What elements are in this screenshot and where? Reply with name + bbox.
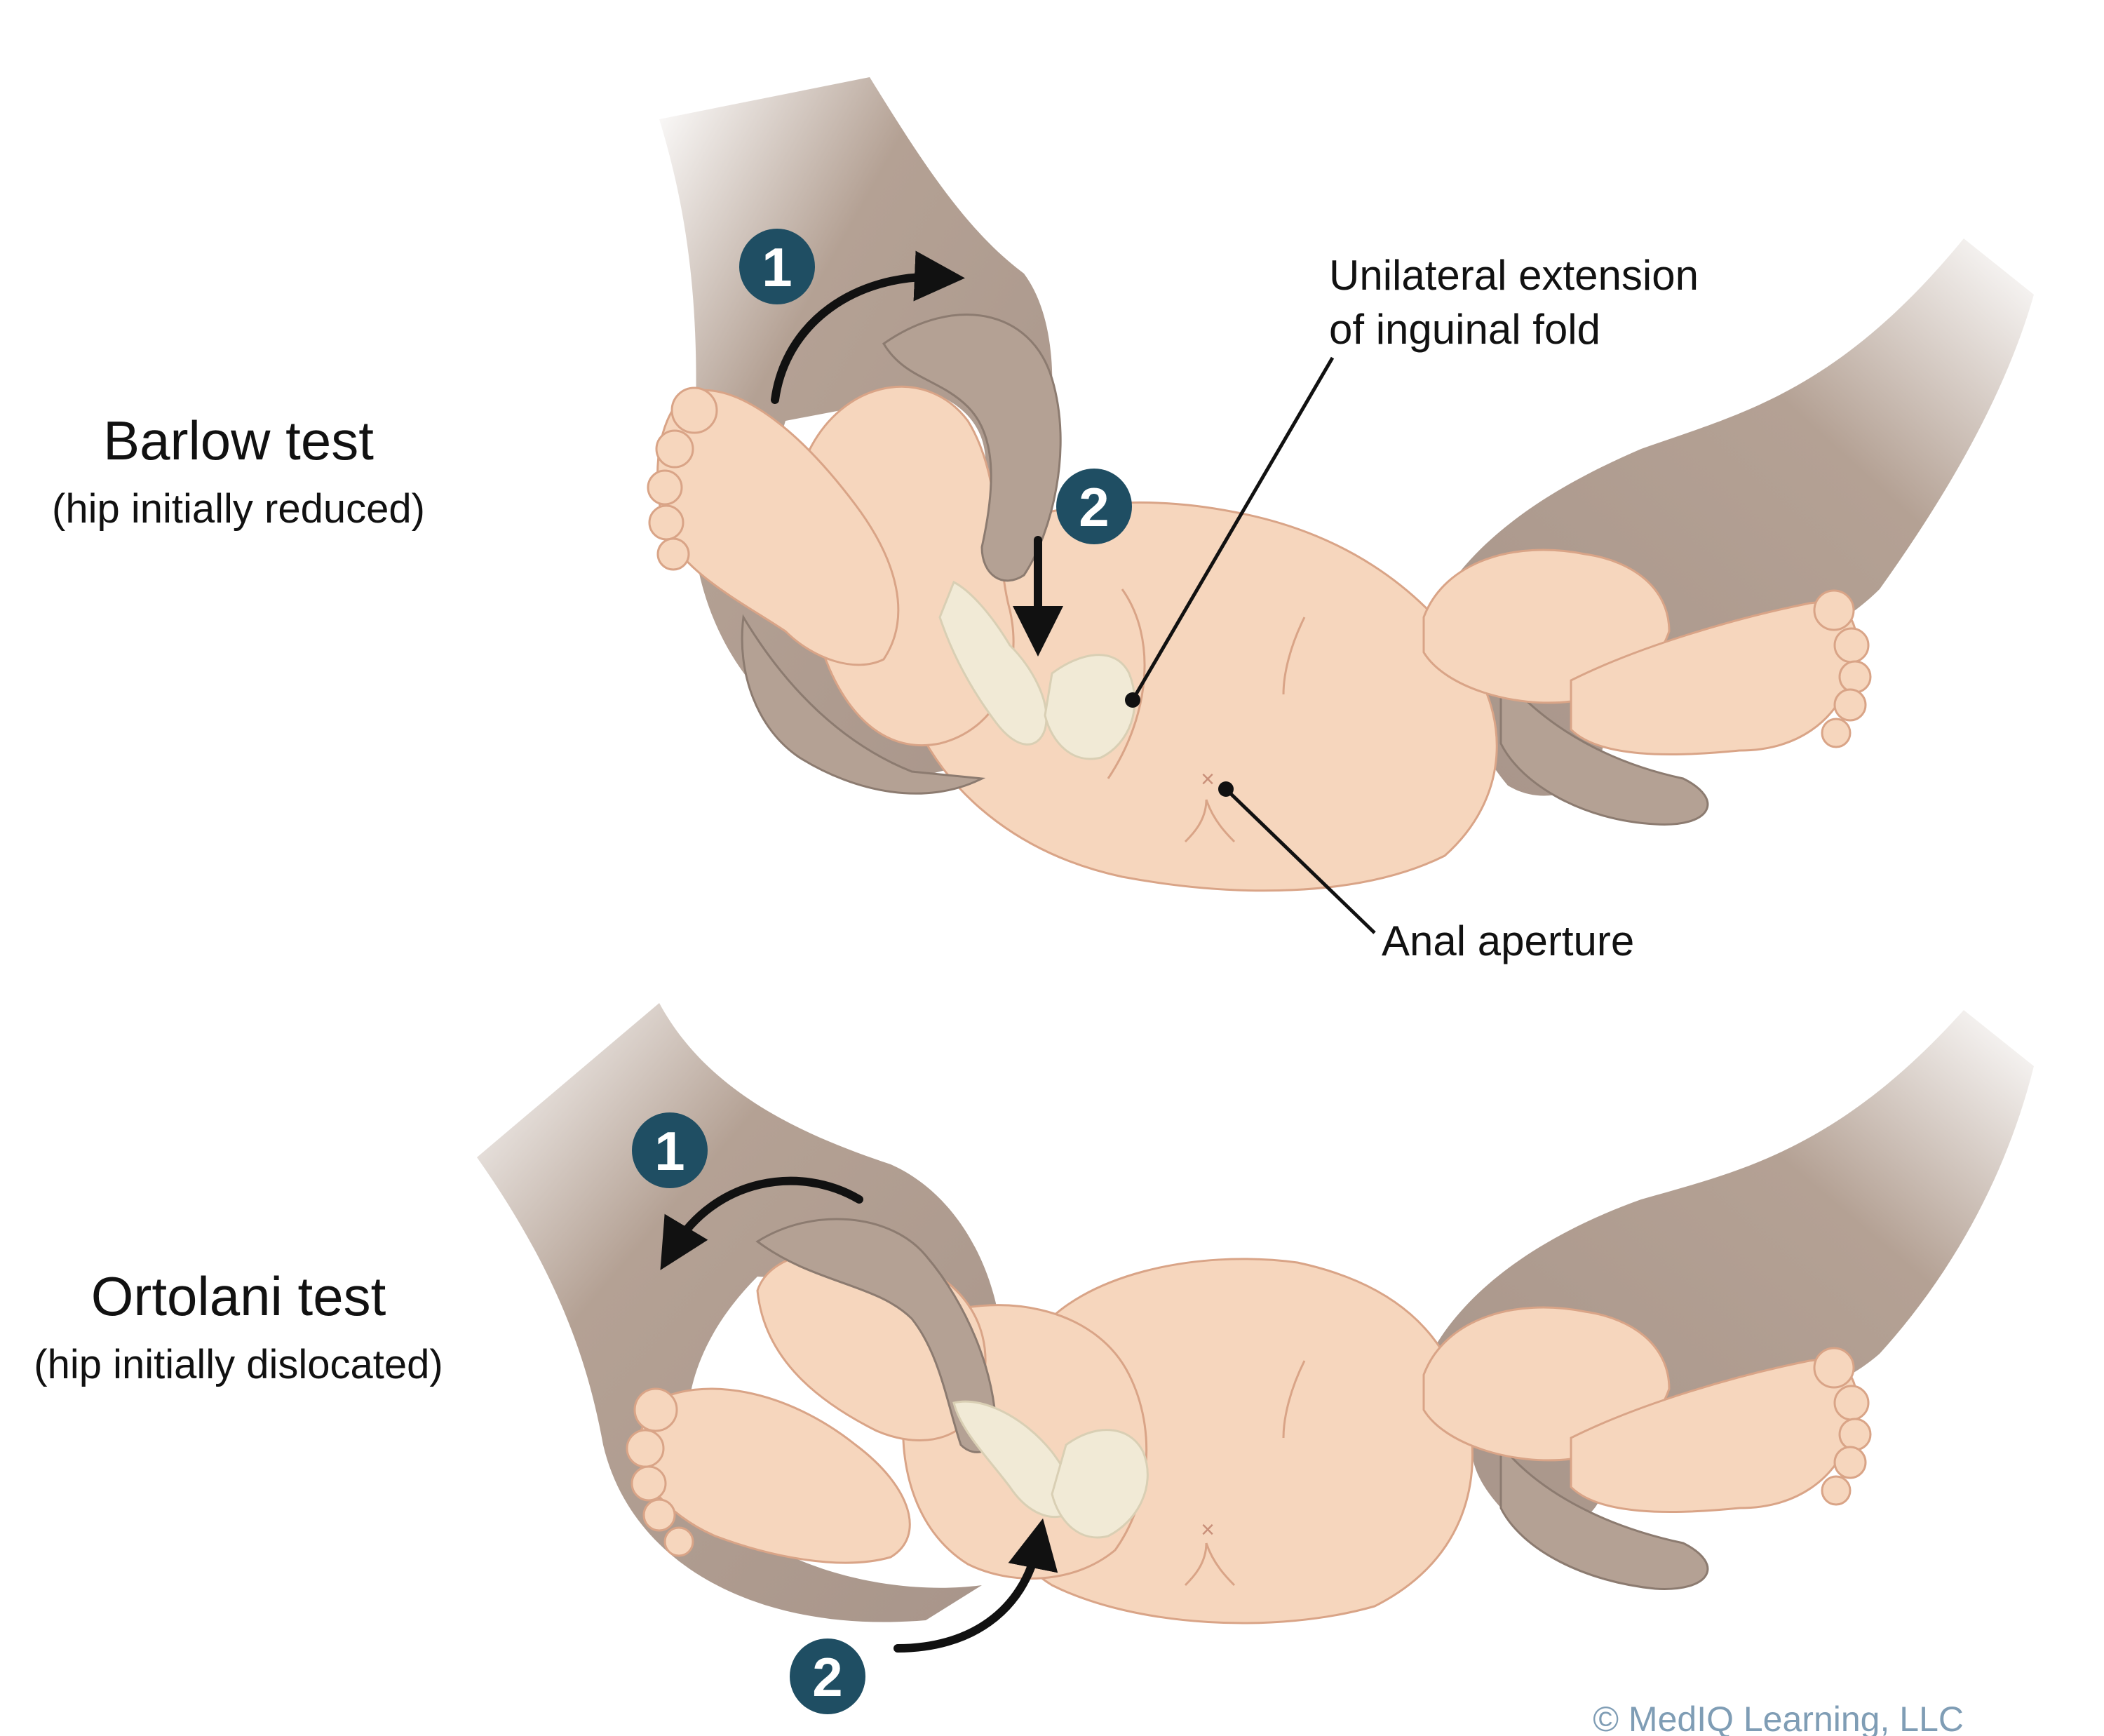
barlow-step1-badge: 1 (739, 229, 815, 304)
barlow-right-toes (1813, 589, 1872, 748)
ortolani-gluteal-crease (1184, 1542, 1236, 1587)
inguinal-fold-leader-line (1131, 356, 1335, 701)
svg-text:1: 1 (762, 236, 792, 298)
barlow-gluteal-crease (1184, 799, 1236, 843)
barlow-thigh-crease (1282, 617, 1306, 695)
ortolani-pelvis-bone (1051, 1429, 1149, 1539)
inguinal-fold-leader-dot (1125, 692, 1140, 708)
ortolani-examiner-left-arm (477, 1003, 1006, 1622)
ortolani-right-toes (1813, 1347, 1872, 1506)
inguinal-fold-callout-line2: of inguinal fold (1329, 306, 1600, 353)
ortolani-examiner-right-lower-hand (1499, 1441, 1709, 1590)
barlow-subtitle: (hip initially reduced) (52, 486, 425, 532)
barlow-step2-badge: 2 (1056, 469, 1132, 544)
svg-text:2: 2 (1079, 476, 1109, 538)
barlow-title: Barlow test (103, 410, 374, 471)
barlow-examiner-lower-fingers (741, 614, 986, 795)
inguinal-fold-callout-line1: Unilateral extension (1329, 252, 1699, 299)
barlow-pelvis-bone (1044, 654, 1136, 760)
barlow-anal-aperture-mark: × (1201, 766, 1215, 793)
anal-aperture-leader-line (1225, 788, 1376, 934)
ortolani-anal-aperture-mark: × (1201, 1516, 1215, 1543)
svg-text:2: 2 (812, 1646, 842, 1708)
ortolani-step2-arrow (893, 1518, 1058, 1653)
barlow-examiner-thumb (882, 314, 1062, 582)
barlow-left-toes (647, 386, 718, 571)
barlow-femur-bone (938, 580, 1048, 746)
ortolani-step2-badge: 2 (790, 1639, 865, 1714)
barlow-panel: × (647, 77, 2034, 892)
ortolani-step1-badge: 1 (632, 1112, 708, 1188)
examiner-right-lower-hand (1499, 670, 1709, 826)
copyright-notice: © MedIQ Learning, LLC (1593, 1700, 1964, 1736)
barlow-step1-arrow (771, 250, 965, 404)
svg-text:1: 1 (654, 1120, 685, 1182)
ortolani-title: Ortolani test (91, 1265, 386, 1327)
ortolani-panel: × (477, 1003, 2034, 1624)
anal-aperture-callout: Anal aperture (1382, 917, 1634, 964)
barlow-infant-buttocks (889, 502, 1498, 892)
anal-aperture-leader-dot (1218, 781, 1234, 797)
ortolani-thigh-crease (1282, 1360, 1306, 1439)
ortolani-subtitle: (hip initially dislocated) (34, 1342, 443, 1387)
ortolani-left-toes (626, 1387, 694, 1557)
ortolani-left-foot (636, 1387, 911, 1564)
ortolani-step1-arrow (660, 1176, 863, 1270)
